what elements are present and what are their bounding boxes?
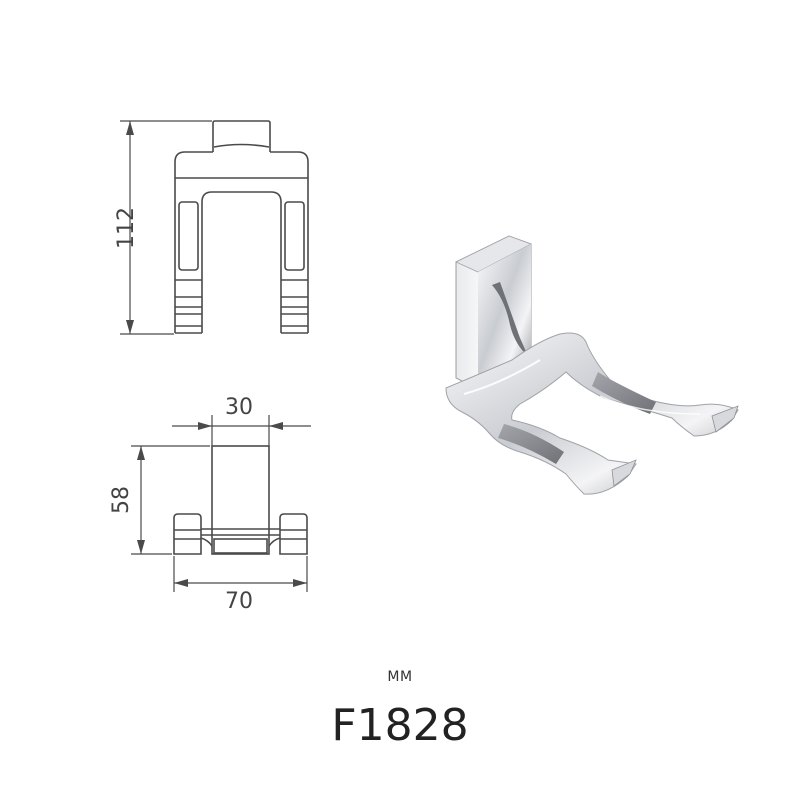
front-view-outline — [174, 120, 309, 334]
overall-width-dimension-label: 70 — [225, 589, 253, 614]
top-view-dimension-lines — [131, 415, 311, 592]
unit-label: MM — [387, 669, 413, 685]
robe-hook-image — [445, 235, 739, 495]
base-width-dimension-label: 30 — [225, 395, 253, 420]
height-dimension-line — [120, 120, 212, 335]
top-view-outline — [173, 445, 308, 555]
model-number: F1828 — [331, 700, 469, 751]
